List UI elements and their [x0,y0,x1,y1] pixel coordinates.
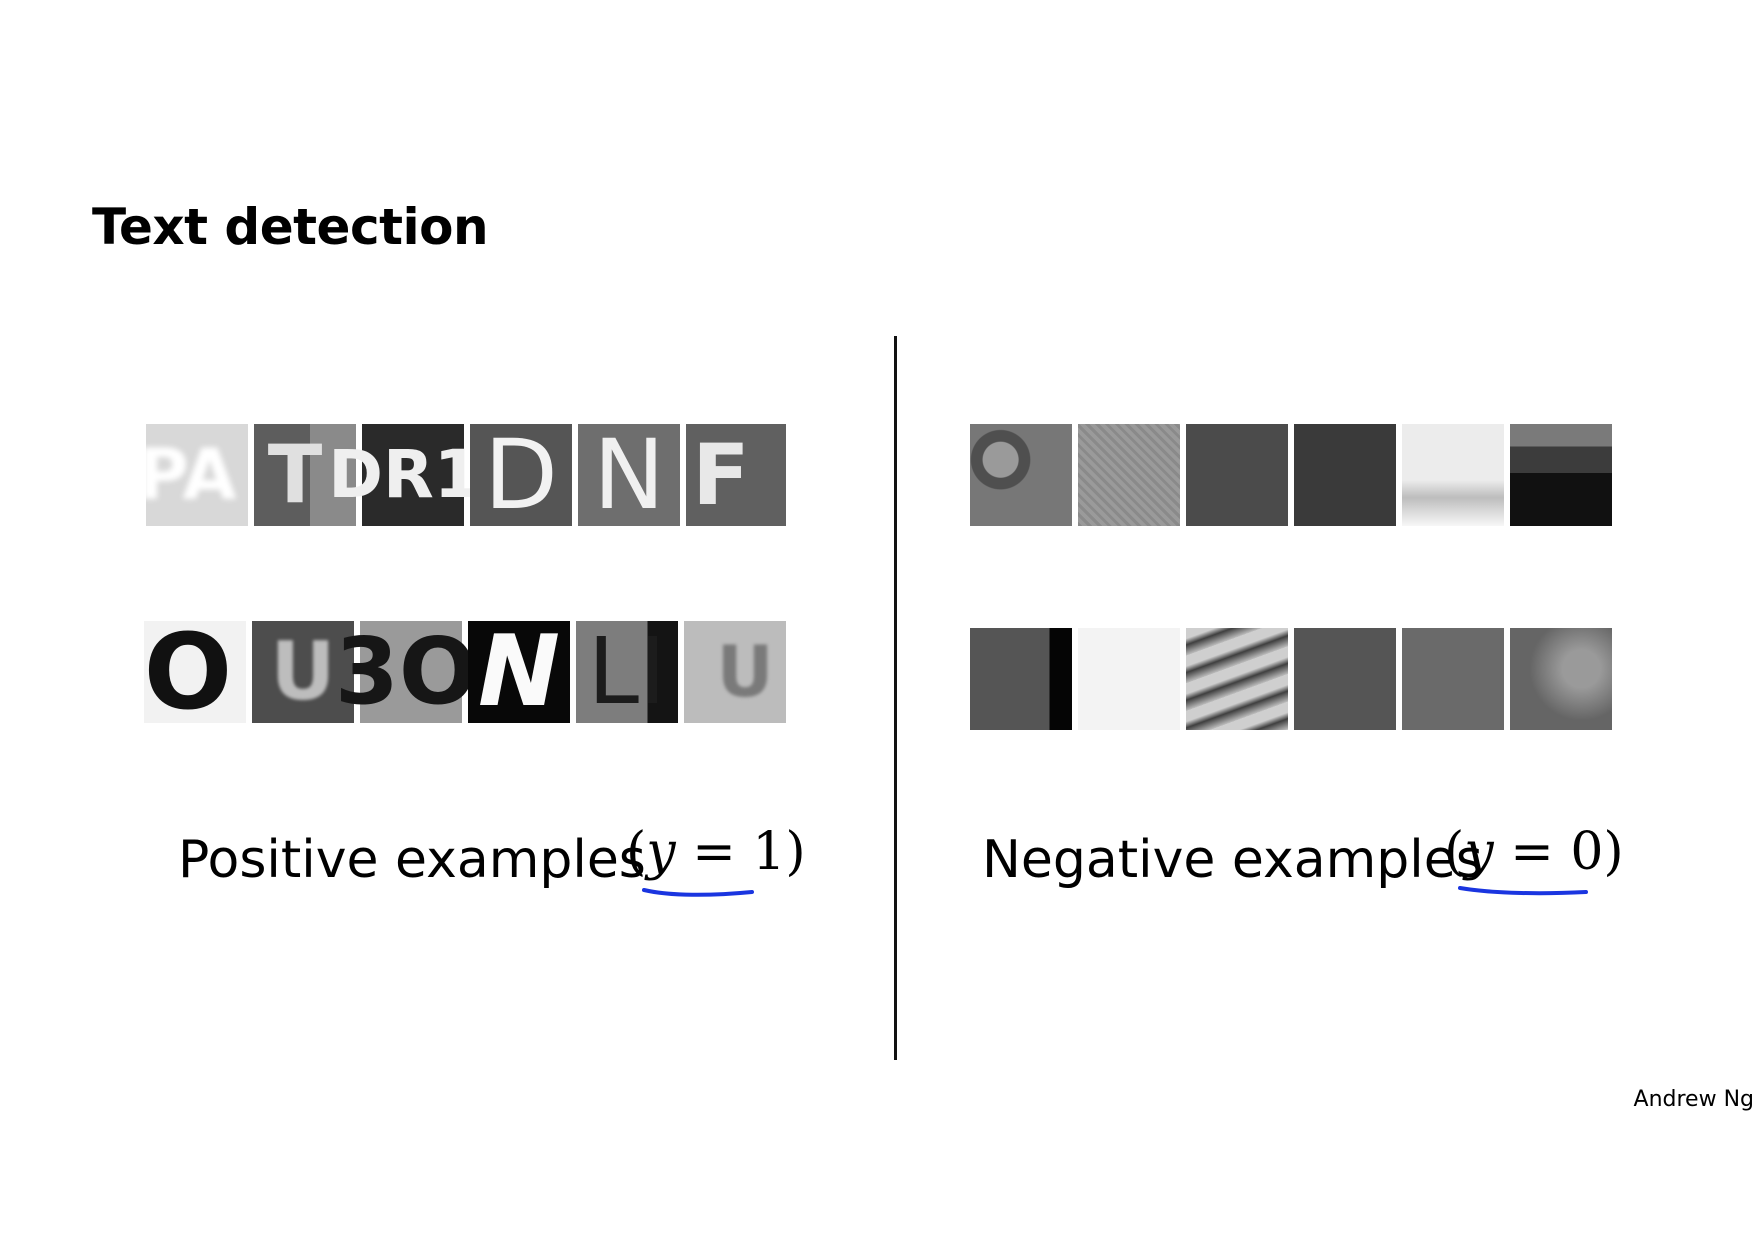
negative-tile [1510,424,1612,526]
positive-tile: LI [576,621,678,723]
positive-tile: T [254,424,356,526]
positive-label-math: (y = 1) [626,822,806,882]
slide-title: Text detection [92,198,489,256]
positive-label-underline [642,888,754,897]
positive-tile: U [252,621,354,723]
negative-tile [1078,424,1180,526]
positive-tile: O [144,620,246,724]
negative-label-math: (y = 0) [1444,822,1624,882]
positive-tile: N [468,621,570,723]
positive-tile: F [686,424,786,526]
column-divider [894,336,897,1060]
positive-tile: 3O [334,618,478,725]
negative-tile [1510,628,1612,730]
negative-tile [1402,628,1504,730]
positive-tile: PA [137,424,248,526]
positive-tile: N [578,424,680,526]
negative-tile [1294,424,1396,526]
negative-caption: Negative examples [982,830,1483,890]
positive-tile: DR1 [328,424,480,526]
negative-tile [1078,628,1180,730]
negative-tile [970,424,1072,526]
positive-caption: Positive examples [178,830,646,890]
negative-tile [1402,424,1504,526]
negative-tile [970,628,1072,730]
negative-tile [1186,424,1288,526]
positive-tile: U [684,621,786,723]
author-credit: Andrew Ng [1633,1087,1754,1112]
positive-tile: D [470,424,572,526]
negative-label-underline [1458,886,1588,896]
negative-tile [1186,628,1288,730]
negative-tile [1294,628,1396,730]
